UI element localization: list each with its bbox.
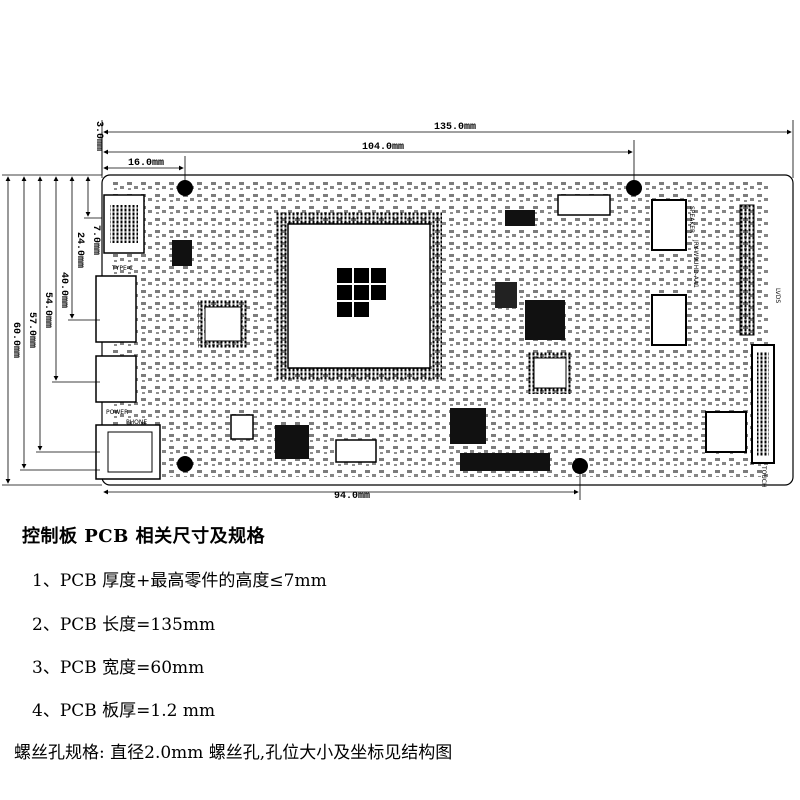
component — [230, 414, 254, 440]
dim-hole-span-bottom: 94.0mm — [103, 474, 581, 500]
dim-24: 24.0mm — [68, 176, 100, 321]
dim-hole-span-top: 104.0mm — [103, 140, 635, 182]
dim-54-label: 54.0mm — [42, 292, 53, 328]
spec-item-3: 3、PCB 宽度=60mm — [32, 658, 205, 678]
lvds-connector — [739, 204, 755, 336]
type-c-connector — [103, 194, 145, 254]
mounting-hole — [572, 458, 588, 474]
dim-60: 60.0mm — [5, 176, 21, 484]
dim-7-label: 7.0mm — [90, 225, 101, 255]
side-connector — [95, 355, 137, 403]
spec-title: 控制板 PCB 相关尺寸及规格 — [22, 526, 266, 547]
dim-57-label: 57.0mm — [26, 312, 37, 348]
type-c-label: TYPE-C — [111, 265, 133, 272]
speaker-label: SPEAKER — [688, 206, 695, 233]
power-module — [525, 300, 565, 340]
dim-40: 40.0mm — [52, 176, 100, 383]
dim-54: 54.0mm — [36, 176, 100, 453]
mounting-hole — [177, 456, 193, 472]
dim-40-label: 40.0mm — [58, 272, 69, 308]
cpu-chip — [276, 212, 442, 380]
spec-item-2: 2、PCB 长度=135mm — [32, 615, 216, 635]
dim-16-label: 16.0mm — [128, 158, 164, 169]
spec-note: 螺丝孔规格: 直径2.0mm 螺丝孔,孔位大小及坐标见结构图 — [14, 743, 453, 763]
dim-104-label: 104.0mm — [362, 142, 404, 153]
touch-label: TOUCH — [760, 465, 767, 487]
model-label: JRY-W9UHD-AA1 — [692, 239, 699, 288]
component — [460, 453, 550, 471]
mounting-hole — [177, 180, 193, 196]
dim-left-hole: 16.0mm — [103, 156, 186, 182]
touch-connector-pins — [757, 352, 769, 456]
dim-3: 3.0mm — [93, 121, 104, 175]
power-label: POWER — [106, 409, 128, 416]
inductor — [450, 408, 486, 444]
speaker-connector — [651, 199, 687, 251]
phone-label: PHONE — [126, 419, 147, 426]
dim-24-label: 24.0mm — [74, 232, 85, 268]
component — [335, 439, 377, 463]
phone-jack — [95, 424, 161, 480]
dim-60-label: 60.0mm — [10, 322, 21, 358]
dim-135-label: 135.0mm — [434, 122, 476, 133]
component — [172, 240, 192, 266]
tertiary-chip — [528, 352, 572, 394]
memory-chip — [495, 282, 517, 308]
dim-3-label: 3.0mm — [93, 121, 104, 151]
secondary-chip — [198, 300, 248, 348]
side-connector — [95, 275, 137, 343]
fpc-connector — [705, 411, 747, 453]
component — [557, 194, 611, 216]
inductor — [275, 425, 309, 459]
lvds-label: LVDS — [774, 288, 781, 303]
component — [505, 210, 535, 226]
spec-item-4: 4、PCB 板厚=1.2 mm — [32, 701, 216, 721]
mounting-hole — [626, 180, 642, 196]
spec-item-1: 1、PCB 厚度+最高零件的高度≤7mm — [32, 571, 327, 591]
speaker-connector — [651, 294, 687, 346]
dim-overall-length: 135.0mm — [101, 120, 794, 178]
dim-7: 7.0mm — [84, 176, 102, 255]
dim-94-label: 94.0mm — [334, 491, 370, 500]
pcb-dimension-drawing: TYPE-C POWER PHONE SPEAKER JRY-W9UHD-AA1… — [2, 120, 794, 500]
dim-57: 57.0mm — [20, 176, 100, 471]
